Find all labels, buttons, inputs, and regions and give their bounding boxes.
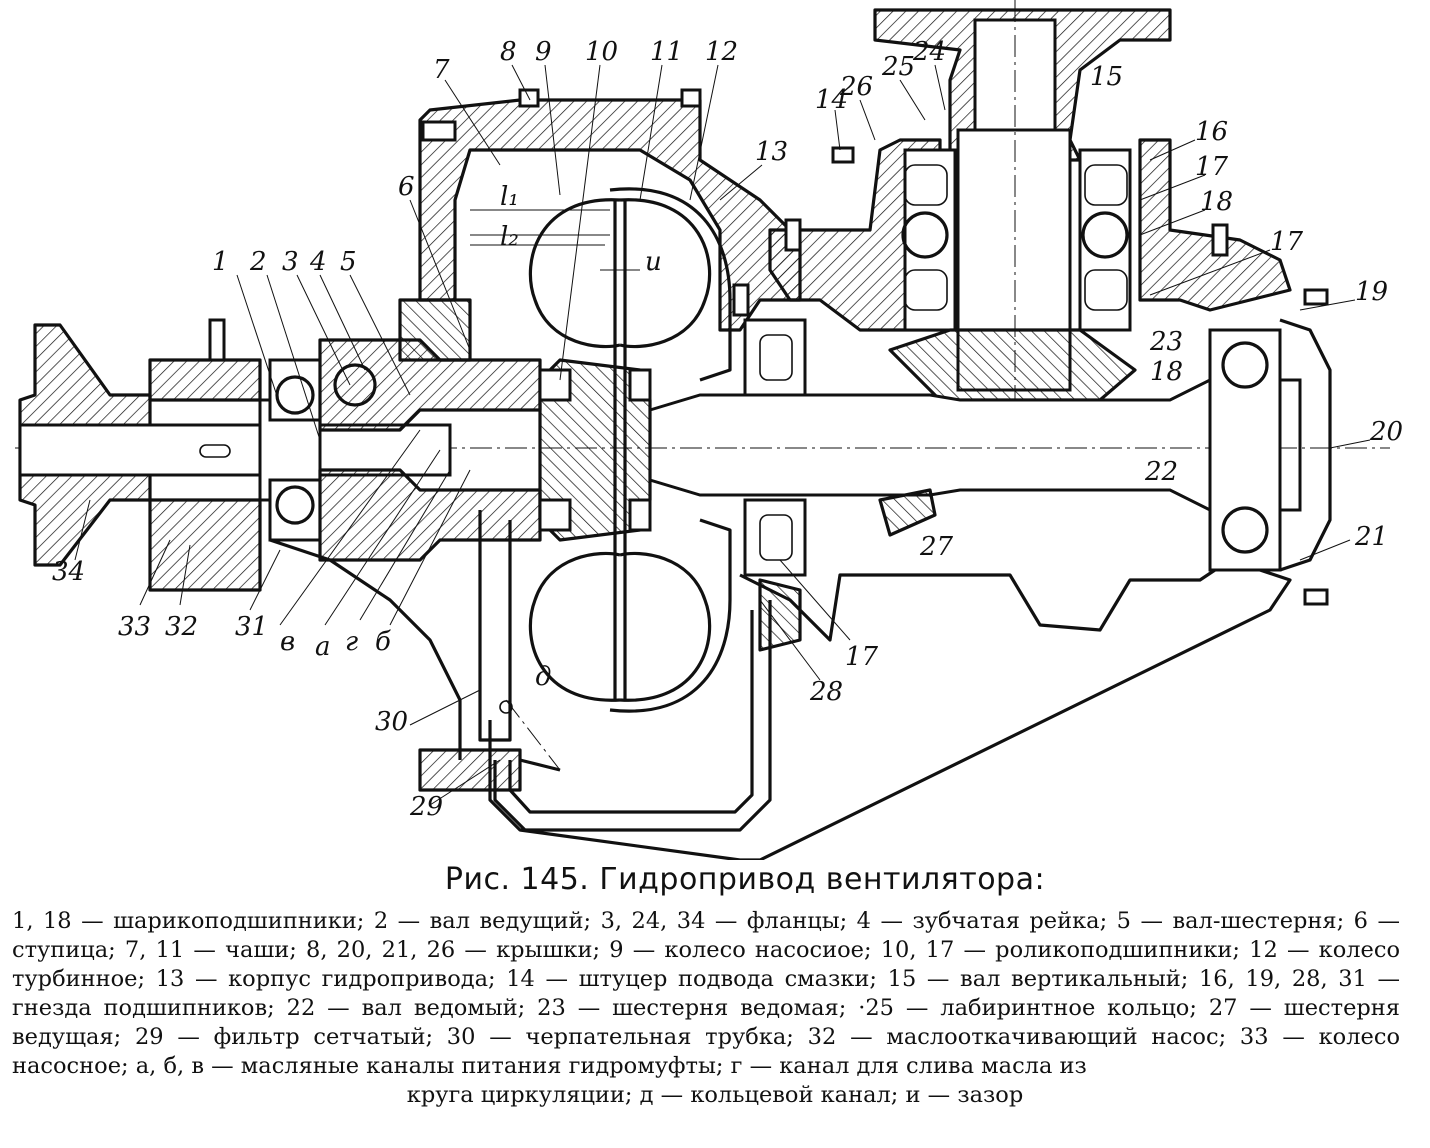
label-18-right: 18 [1150,357,1183,387]
label-v: в [280,627,295,657]
label-5: 5 [340,247,357,277]
label-22: 22 [1144,457,1178,487]
label-12: 12 [705,37,738,67]
label-34: 34 [52,557,85,587]
figure-legend-last-line: круга циркуляции; д — кольцевой канал; и… [406,1082,1024,1108]
label-17-top: 17 [1195,152,1229,182]
label-20: 20 [1369,417,1403,447]
label-l2: l₂ [500,222,519,252]
label-8: 8 [500,37,517,67]
label-21: 21 [1354,522,1388,552]
leader-lines [74,64,1371,806]
figure-caption: Рис. 145. Гидропривод вентилятора: 1, 18… [0,862,1430,1110]
label-18-top: 18 [1200,187,1233,217]
label-30: 30 [375,707,408,737]
driven-shaft-22 [15,318,1390,577]
label-15: 15 [1090,62,1123,92]
label-7: 7 [433,55,450,85]
label-17-mid: 17 [1270,227,1304,257]
label-1: 1 [212,247,229,277]
label-9: 9 [535,37,552,67]
label-26: 26 [839,72,873,102]
label-3: 3 [282,247,299,277]
label-24: 24 [912,37,946,67]
label-25: 25 [881,52,915,82]
label-4: 4 [309,247,327,277]
label-11: 11 [650,37,683,67]
label-28: 28 [809,677,843,707]
figure-title: Рис. 145. Гидропривод вентилятора: [444,862,1046,897]
label-l1: l₁ [500,182,519,212]
label-27: 27 [919,532,954,562]
label-33: 33 [118,612,151,642]
fan-hydraulic-drive-drawing: 1 2 3 4 5 6 7 8 9 10 11 12 13 14 26 25 2… [15,0,1403,860]
label-23: 23 [1149,327,1183,357]
label-g: г [345,627,358,657]
label-29: 29 [409,792,443,822]
label-31: 31 [235,612,268,642]
label-14: 14 [815,85,848,115]
housing-13 [418,98,1292,860]
bolts [208,88,1329,606]
label-b: б [375,627,391,657]
label-2: 2 [249,247,267,277]
figure-legend: 1, 18 — шарикоподшипники; 2 — вал ведущи… [12,908,1400,1079]
vertical-shaft-15 [873,0,1172,402]
label-32: 32 [165,612,198,642]
label-a: а [315,632,331,662]
label-16: 16 [1195,117,1228,147]
label-13: 13 [755,137,788,167]
label-19: 19 [1355,277,1388,307]
label-i: и [645,247,662,277]
label-10: 10 [585,37,618,67]
part-labels: 1 2 3 4 5 6 7 8 9 10 11 12 13 14 26 25 2… [52,37,1403,822]
label-17-bottom: 17 [845,642,879,672]
label-d: д [535,662,551,692]
input-shaft-group [18,298,561,792]
oil-pipe [493,600,772,832]
label-6: 6 [398,172,415,202]
